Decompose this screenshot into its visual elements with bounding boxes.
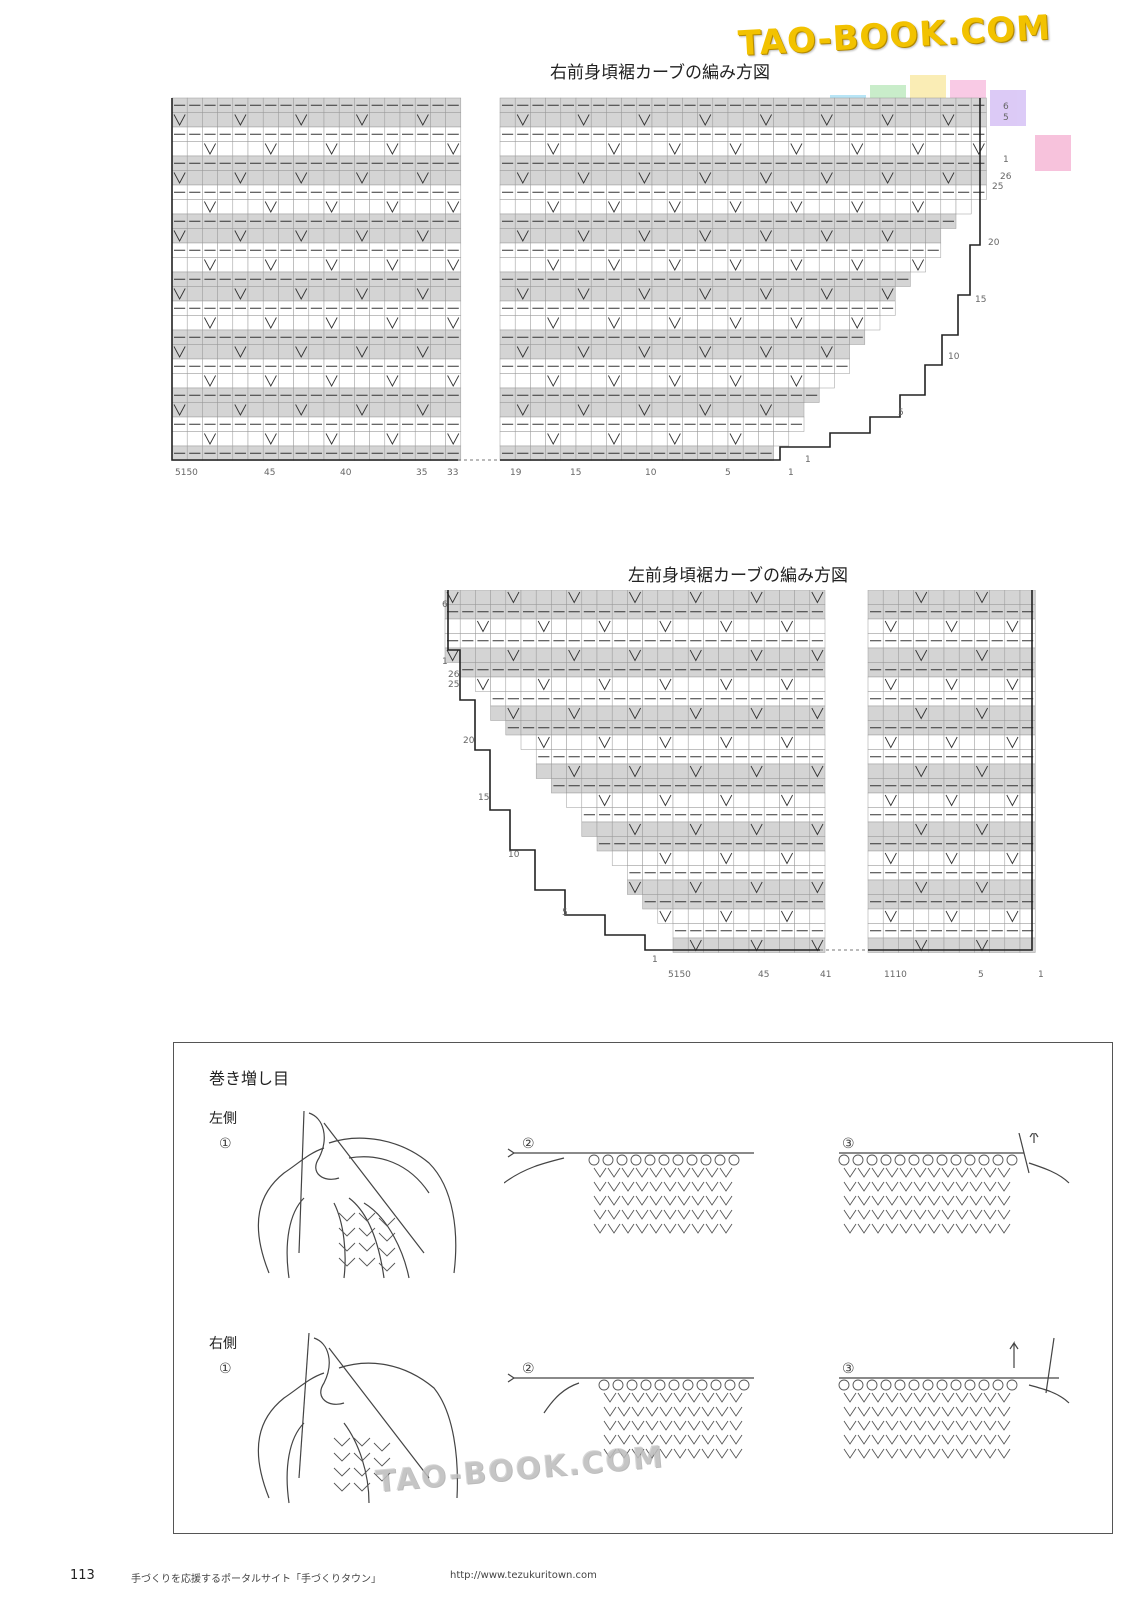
- footer-caption: 手づくりを応援するポータルサイト「手づくりタウン」: [131, 1574, 381, 1585]
- col-label: 10: [645, 468, 657, 478]
- cast-on-step2-illustration: [504, 1148, 754, 1234]
- row-label: 1: [805, 455, 811, 465]
- chart-grid: [499, 97, 987, 461]
- col-label: 5150: [668, 970, 691, 980]
- row-label: 6: [1003, 102, 1009, 112]
- row-label: 10: [948, 352, 960, 362]
- col-label: 1: [788, 468, 794, 478]
- right-side-label: 右側: [209, 1336, 237, 1352]
- row-label: 1: [442, 657, 448, 667]
- row-label: 25: [448, 680, 460, 690]
- col-label: 35: [416, 468, 428, 478]
- col-label: 19: [510, 468, 522, 478]
- footer-url: http://www.tezukuritown.com: [450, 1570, 597, 1581]
- row-label: 10: [508, 850, 520, 860]
- hands-knitting-illustration: [257, 1110, 457, 1279]
- cast-on-diagram-box: 巻き増し目 左側 ① ② ③ 右側 ① ② ③: [173, 1042, 1113, 1534]
- cast-on-step3-illustration: [838, 1337, 1070, 1459]
- col-label: 5: [978, 970, 984, 980]
- col-label: 45: [758, 970, 770, 980]
- row-label: 5: [898, 408, 904, 418]
- col-label: 1: [1038, 970, 1044, 980]
- step-1-label: ①: [219, 1136, 232, 1152]
- row-label: 5: [562, 908, 568, 918]
- hands-knitting-illustration: [257, 1332, 458, 1504]
- cast-on-step3-illustration: [838, 1133, 1070, 1234]
- row-label: 1: [652, 955, 658, 965]
- step-1-label: ①: [219, 1361, 232, 1377]
- row-label: 5: [1003, 113, 1009, 123]
- knitting-chart-left-front: [444, 590, 1036, 953]
- col-label: 33: [447, 468, 459, 478]
- cast-on-step2-illustration: [507, 1373, 754, 1459]
- row-label: 15: [478, 793, 490, 803]
- row-label: 26: [448, 670, 460, 680]
- chart-title: 左前身頃裾カーブの編み方図: [628, 566, 848, 586]
- step-3-label: ③: [842, 1361, 855, 1377]
- left-side-label: 左側: [209, 1111, 237, 1127]
- chart-title: 右前身頃裾カーブの編み方図: [550, 63, 770, 83]
- col-label: 5150: [175, 468, 198, 478]
- col-label: 41: [820, 970, 832, 980]
- row-label: 20: [988, 238, 1000, 248]
- row-label: 26: [1000, 172, 1012, 182]
- row-label: 25: [992, 182, 1004, 192]
- step-2-label: ②: [522, 1361, 535, 1377]
- step-3-label: ③: [842, 1136, 855, 1152]
- row-label: 6: [442, 600, 448, 610]
- col-label: 15: [570, 468, 582, 478]
- row-label: 15: [975, 295, 987, 305]
- row-label: 20: [463, 736, 475, 746]
- step-2-label: ②: [522, 1136, 535, 1152]
- col-label: 40: [340, 468, 352, 478]
- col-label: 1110: [884, 970, 907, 980]
- chart-grid: [444, 590, 826, 953]
- chart-grid: [867, 590, 1036, 953]
- page-number: 113: [70, 1568, 95, 1583]
- knitting-chart-right-front: [171, 97, 987, 461]
- chart-grid: [171, 97, 462, 461]
- diagram-title: 巻き増し目: [209, 1069, 290, 1088]
- col-label: 45: [264, 468, 276, 478]
- row-label: 1: [1003, 155, 1009, 165]
- col-label: 5: [725, 468, 731, 478]
